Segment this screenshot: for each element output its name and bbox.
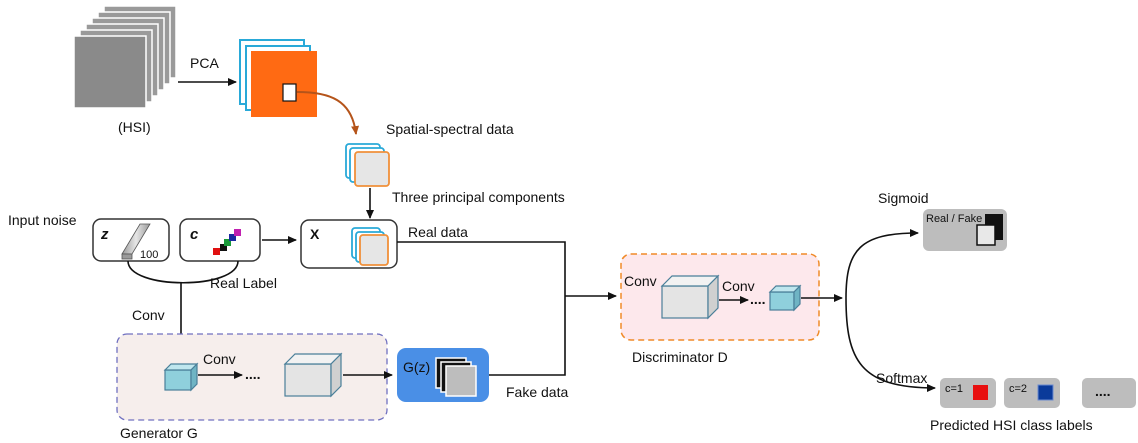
hsi-label: (HSI): [118, 119, 151, 135]
noise-bar-icon: [121, 223, 151, 260]
predicted-label: Predicted HSI class labels: [930, 417, 1093, 433]
conv-left-label: Conv: [132, 307, 165, 323]
conv-disc1-label: Conv: [624, 273, 657, 289]
three-pc-label: Three principal components: [392, 189, 565, 205]
label-pixels-icon: [213, 229, 241, 255]
fake-data-line: [489, 296, 566, 376]
generator-label: Generator G: [120, 425, 198, 441]
sigmoid-label: Sigmoid: [878, 190, 929, 206]
softmax-label: Softmax: [876, 370, 927, 386]
disc-cube-large: [660, 274, 720, 320]
class-swatch-icon: [1037, 384, 1054, 401]
cube-icon: [163, 362, 199, 392]
sigmoid-arrow: [845, 229, 919, 299]
pca-stack-icon: [239, 39, 317, 117]
gen-ellipsis: ....: [245, 366, 261, 382]
real-sample-stack-icon: [351, 227, 389, 266]
class-2-label: c=2: [1009, 383, 1027, 395]
real-label-label: Real Label: [210, 275, 277, 291]
noise-label-merge: [127, 260, 239, 284]
pca-label: PCA: [190, 55, 219, 71]
spatial-spectral-label: Spatial-spectral data: [386, 121, 514, 137]
conv-disc2-label: Conv: [722, 278, 755, 294]
hsi-stack-icon: [73, 5, 177, 109]
input-noise-label: Input noise: [8, 212, 77, 228]
fake-stack-icon: [435, 357, 477, 397]
patch-icon: [282, 83, 297, 102]
cube-icon-large: [283, 352, 343, 398]
c-label: c: [190, 226, 199, 243]
spatial-spectral-stack-icon: [345, 143, 390, 187]
gz-label: G(z): [403, 359, 430, 375]
discriminator-label: Discriminator D: [632, 349, 728, 365]
class-1-label: c=1: [945, 383, 963, 395]
real-data-line: [397, 241, 566, 296]
disc-cube-small: [768, 284, 802, 312]
z-dim-label: 100: [140, 249, 158, 261]
fake-data-label: Fake data: [506, 384, 568, 400]
patch-extract-arrow: [296, 91, 360, 135]
class-swatch-icon: [973, 385, 988, 400]
softmax-arrow: [845, 297, 936, 392]
disc-ellipsis: ....: [750, 291, 766, 307]
class-ellipsis: ....: [1095, 383, 1111, 399]
z-label: z: [100, 226, 109, 243]
real-data-label: Real data: [408, 224, 468, 240]
conv-gen-label: Conv: [203, 351, 236, 367]
class-more-box: [1082, 378, 1136, 408]
real-fake-icon: [976, 214, 1003, 246]
real-fake-label: Real / Fake: [926, 213, 982, 225]
x-label: X: [310, 226, 320, 242]
